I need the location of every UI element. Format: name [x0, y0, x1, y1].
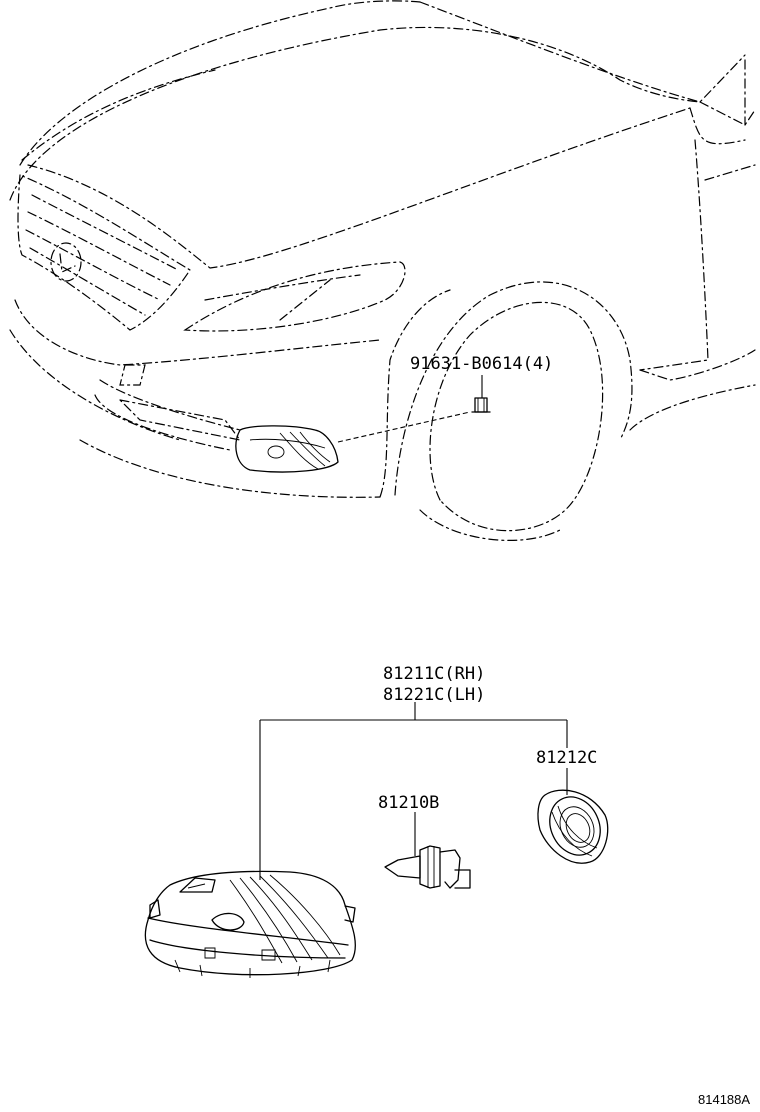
- lamp-rh-label: 81211C(RH): [383, 664, 485, 684]
- vehicle-front-outline: [9, 0, 756, 541]
- fog-lamp-assembly: [144, 870, 356, 978]
- bulb-icon: [384, 845, 471, 889]
- bulb-label: 81210B: [378, 793, 439, 813]
- figure-reference: 814188A: [698, 1092, 750, 1107]
- socket-label: 81212C: [536, 748, 597, 768]
- lamp-lh-label: 81221C(LH): [383, 685, 485, 705]
- leader-lines: [259, 702, 568, 880]
- bolt-label: 91631-B0614(4): [410, 354, 553, 374]
- socket-icon: [537, 789, 609, 864]
- bolt-icon: [471, 397, 491, 413]
